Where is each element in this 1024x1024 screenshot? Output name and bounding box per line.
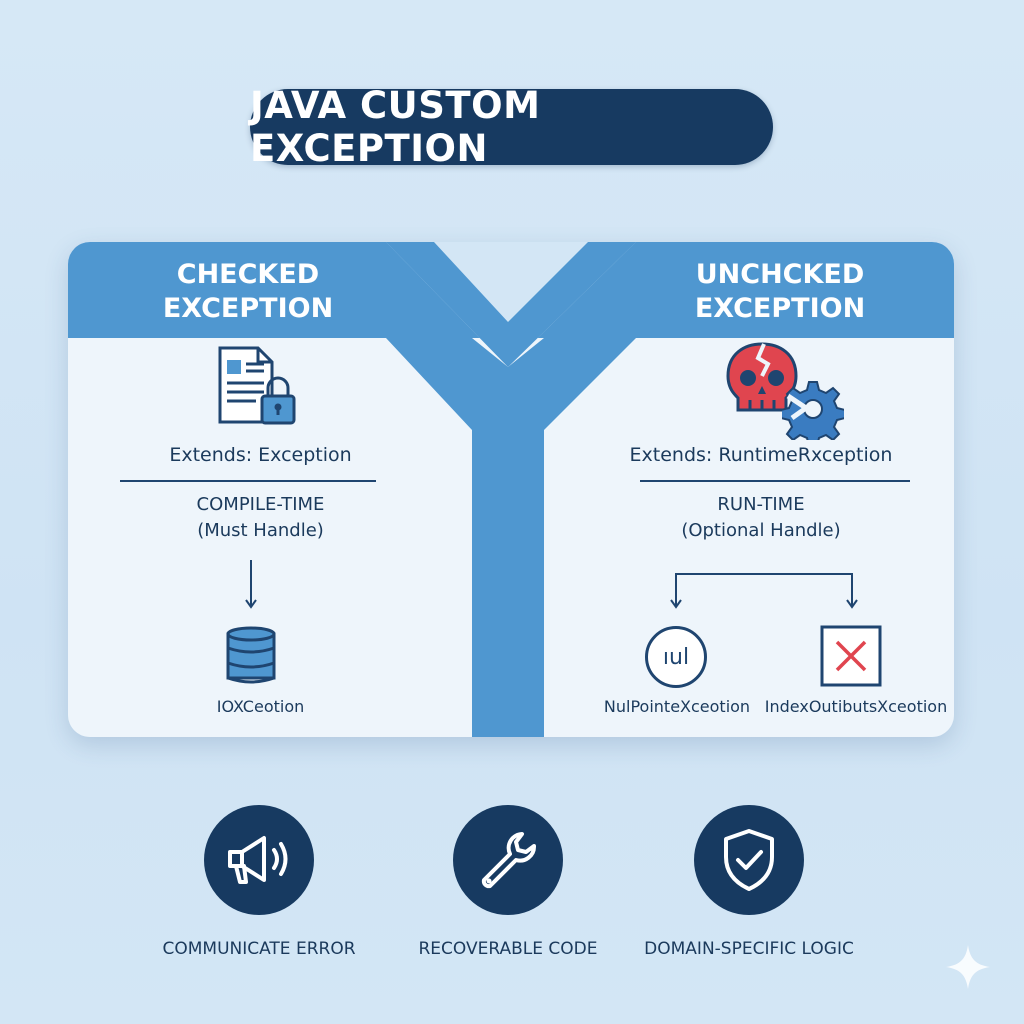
feature-label: DOMAIN-SPECIFIC LOGIC — [644, 939, 854, 959]
unchecked-heading-line2: EXCEPTION — [694, 293, 866, 324]
null-badge-text: ıul — [662, 644, 690, 670]
feature-circle — [204, 805, 314, 915]
down-arrow-icon — [245, 560, 257, 609]
checked-divider — [120, 480, 376, 482]
feature-circle — [694, 805, 804, 915]
broken-gear-icon — [782, 381, 844, 440]
checked-extends: Extends: Exception — [169, 444, 352, 466]
comparison-panel: CHECKED EXCEPTION UNCHCKED EXCEPTION Ext… — [68, 242, 954, 737]
checked-kind-line1: COMPILE-TIME — [196, 494, 325, 515]
wrench-icon — [481, 832, 536, 889]
checked-example: IOXCeotion — [216, 697, 305, 716]
feature-domain-specific-logic: DOMAIN-SPECIFIC LOGIC — [639, 805, 859, 959]
branch-arrows-icon — [670, 573, 858, 609]
megaphone-icon — [228, 836, 288, 884]
unchecked-heading: UNCHCKED EXCEPTION — [680, 258, 880, 326]
feature-communicate-error: COMMUNICATE ERROR — [149, 805, 369, 959]
feature-circle — [453, 805, 563, 915]
null-circle-icon: ıul — [645, 626, 707, 688]
unchecked-extends: Extends: RuntimeRxception — [629, 444, 893, 466]
feature-recoverable-code: RECOVERABLE CODE — [398, 805, 618, 959]
checked-heading-line1: CHECKED — [176, 259, 320, 290]
feature-label: RECOVERABLE CODE — [418, 939, 598, 959]
document-lock-icon — [218, 346, 296, 425]
database-icon — [226, 626, 276, 684]
unchecked-divider — [640, 480, 910, 482]
unchecked-kind: RUN-TIME (Optional Handle) — [588, 492, 934, 544]
sparkle-icon — [946, 945, 990, 989]
page-title: JAVA CUSTOM EXCEPTION — [250, 84, 541, 170]
unchecked-kind-line1: RUN-TIME — [717, 494, 805, 515]
panel-background — [68, 242, 954, 737]
unchecked-kind-line2: (Optional Handle) — [681, 520, 841, 541]
feature-label: COMMUNICATE ERROR — [162, 939, 356, 959]
checked-kind-line2: (Must Handle) — [197, 520, 324, 541]
checked-heading: CHECKED EXCEPTION — [148, 258, 348, 326]
shield-check-icon — [724, 829, 774, 891]
unchecked-example-2: IndexOutibutsXceotion — [764, 697, 948, 716]
unchecked-example-1: NulPointeXceotion — [603, 697, 751, 716]
unchecked-heading-line1: UNCHCKED — [695, 259, 865, 290]
broken-skull-icon — [726, 342, 798, 412]
checked-heading-line2: EXCEPTION — [162, 293, 334, 324]
error-x-icon — [820, 625, 882, 687]
title-banner: JAVA CUSTOM EXCEPTION — [250, 84, 773, 170]
checked-kind: COMPILE-TIME (Must Handle) — [88, 492, 433, 544]
